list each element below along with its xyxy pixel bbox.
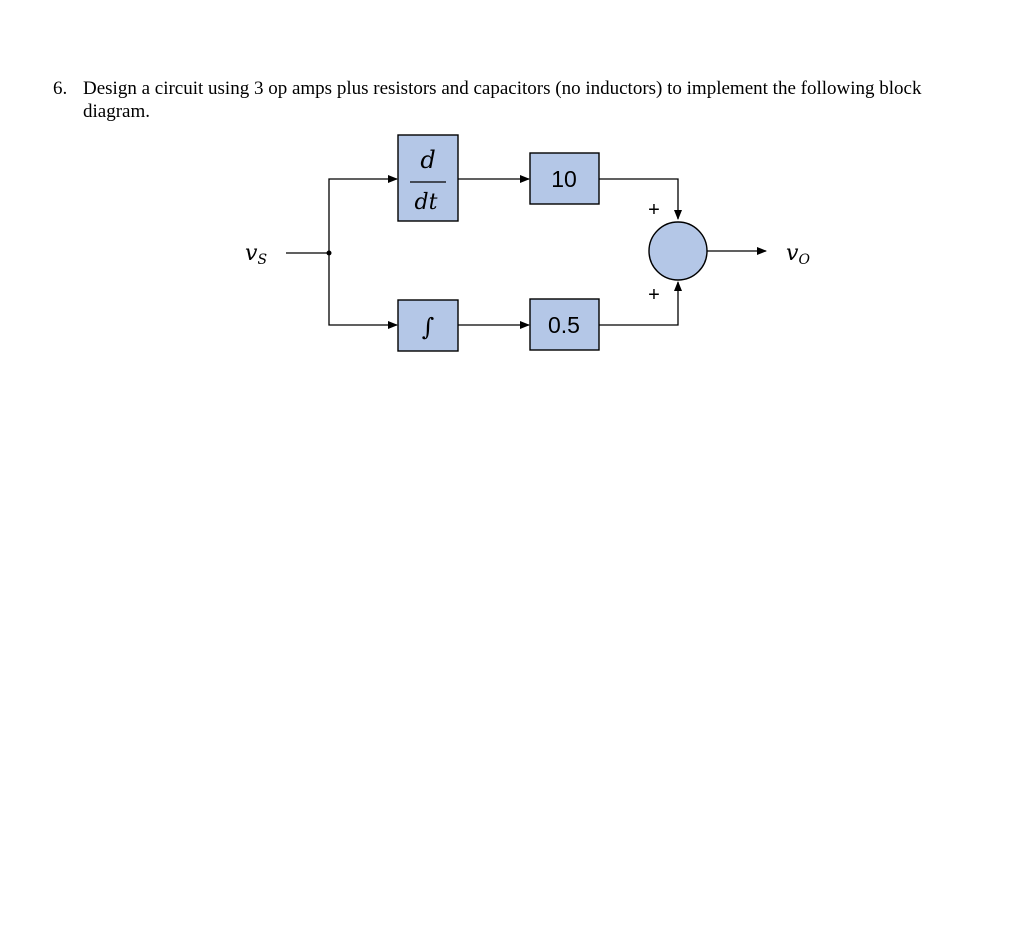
lower-branch-wire — [328, 253, 398, 329]
upper-to-summer-wire — [599, 178, 682, 220]
output-label: vO — [786, 241, 810, 268]
derivative-block — [397, 134, 459, 222]
gain-0-5-label: 0.5 — [548, 312, 580, 338]
gain-10-label: 10 — [551, 166, 577, 192]
integral-symbol: ∫ — [422, 313, 435, 341]
derivative-numerator: d — [420, 146, 435, 174]
question-text: Design a circuit using 3 op amps plus re… — [83, 78, 922, 122]
question-number: 6. — [53, 78, 68, 99]
derivative-denominator: dt — [415, 190, 438, 215]
summing-junction — [648, 221, 708, 281]
sum-sign-bottom: + — [648, 284, 660, 306]
sum-sign-top: + — [648, 199, 660, 221]
input-label: vS — [245, 241, 267, 268]
upper-branch-wire — [328, 175, 398, 253]
lower-to-summer-wire — [599, 281, 682, 326]
gain-0-5-block — [529, 298, 600, 351]
